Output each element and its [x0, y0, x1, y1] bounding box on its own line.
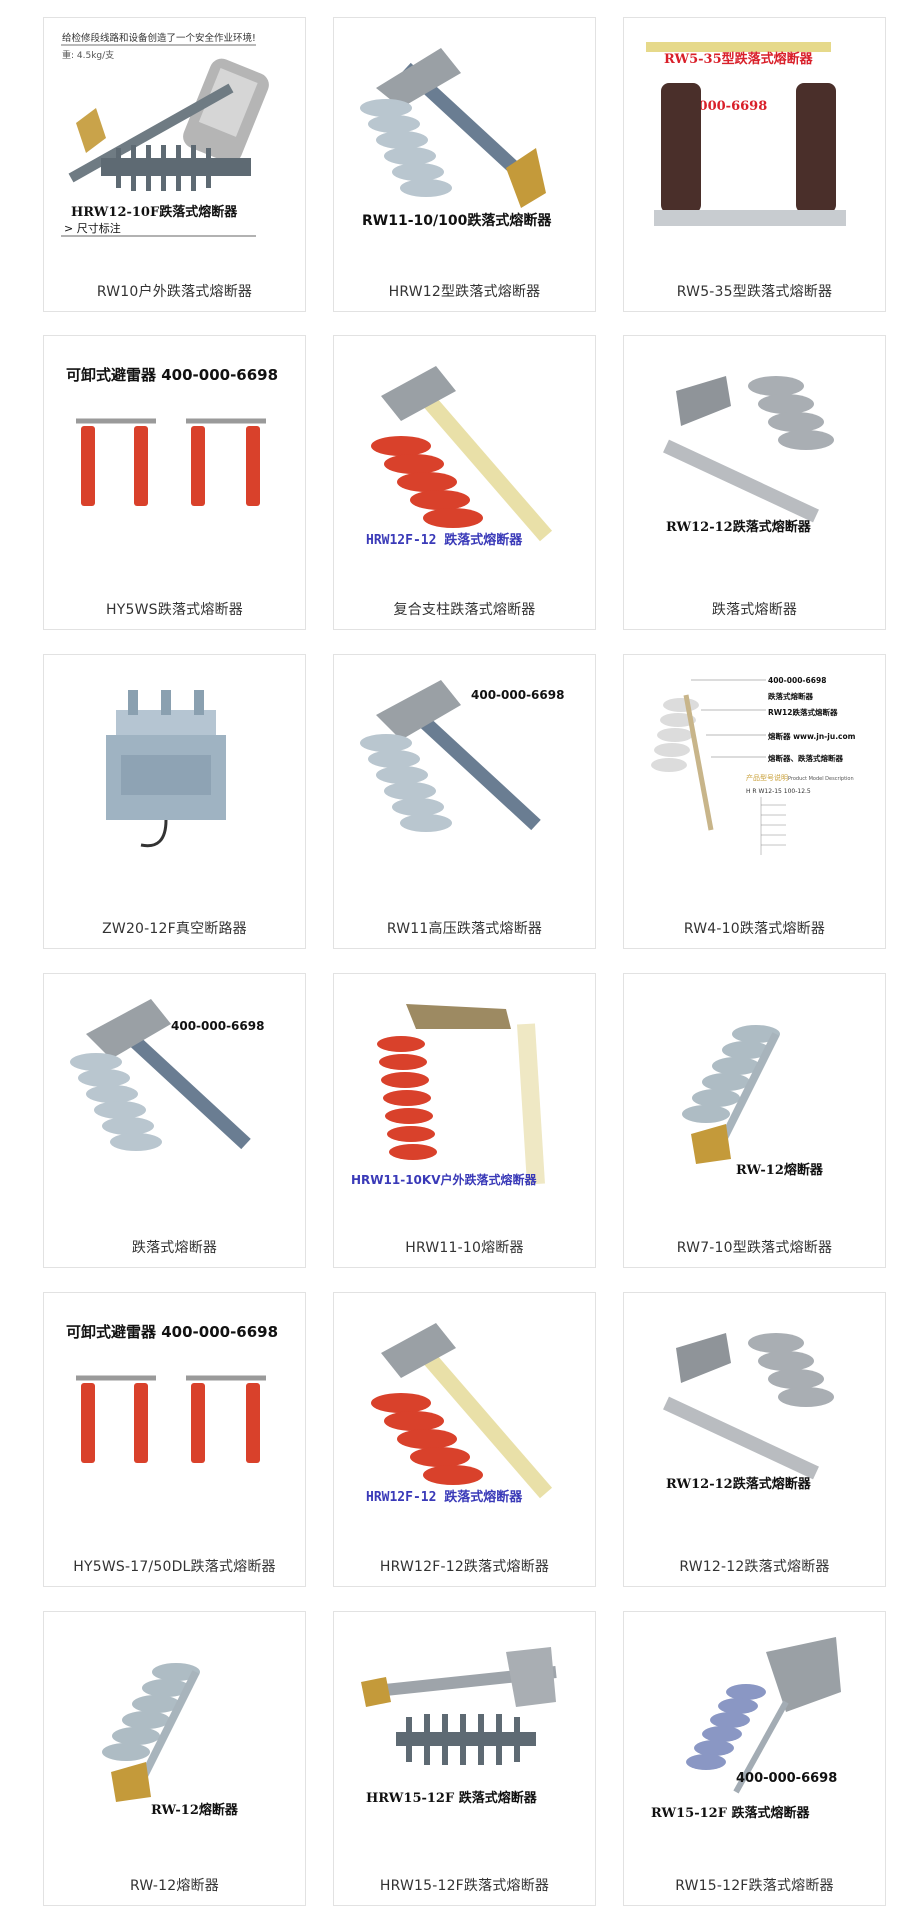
product-caption[interactable]: ZW20-12F真空断路器: [102, 921, 247, 937]
image-overlay-phone: 400-000-6698: [471, 688, 564, 702]
diagram-note: Product Model Description: [788, 776, 854, 782]
image-overlay-label: RW15-12F 跌落式熔断器: [651, 1805, 810, 1821]
product-card[interactable]: RW11-10/100跌落式熔断器 HRW12型跌落式熔断器: [333, 17, 596, 312]
product-caption[interactable]: HRW12F-12跌落式熔断器: [379, 1559, 550, 1575]
product-card[interactable]: ZW20-12F真空断路器: [43, 654, 306, 949]
product-image[interactable]: 400-000-6698: [346, 665, 583, 905]
product-image[interactable]: RW-12熔断器: [56, 1622, 293, 1862]
product-image[interactable]: RW-12熔断器: [636, 984, 873, 1224]
image-overlay-label: HRW12F-12 跌落式熔断器: [366, 1489, 523, 1505]
image-overlay-label: 可卸式避雷器 400-000-6698: [66, 366, 278, 384]
product-caption[interactable]: RW15-12F跌落式熔断器: [675, 1878, 834, 1894]
image-overlay-label: HRW12-10F跌落式熔断器: [71, 204, 238, 220]
product-caption[interactable]: HY5WS-17/50DL跌落式熔断器: [73, 1559, 276, 1575]
product-card[interactable]: 可卸式避雷器 400-000-6698 HY5WS-17/50DL跌落式熔断器: [43, 1292, 306, 1587]
product-card[interactable]: HRW12F-12 跌落式熔断器 HRW12F-12跌落式熔断器: [333, 1292, 596, 1587]
product-card[interactable]: HRW15-12F 跌落式熔断器 HRW15-12F跌落式熔断器: [333, 1611, 596, 1906]
product-image[interactable]: HRW15-12F 跌落式熔断器: [346, 1622, 583, 1862]
product-card[interactable]: HRW11-10KV户外跌落式熔断器 HRW11-10熔断器: [333, 973, 596, 1268]
product-image[interactable]: 可卸式避雷器 400-000-6698: [56, 1303, 293, 1543]
image-overlay-phone: 400-000-6698: [171, 1019, 264, 1033]
image-overlay-label: HRW11-10KV户外跌落式熔断器: [351, 1172, 537, 1187]
diagram-note: 跌落式熔断器: [768, 691, 813, 701]
image-overlay-label: RW-12熔断器: [151, 1802, 239, 1818]
diagram-note: 400-000-6698: [768, 676, 826, 685]
product-caption[interactable]: RW7-10型跌落式熔断器: [676, 1240, 833, 1256]
product-card[interactable]: 给检修段线路和设备创造了一个安全作业环境! 重: 4.5kg/支 HRW12-1…: [43, 17, 306, 312]
product-caption[interactable]: RW10户外跌落式熔断器: [96, 284, 253, 300]
product-caption[interactable]: RW12-12跌落式熔断器: [679, 1559, 830, 1575]
diagram-note: 熔断器、跌落式熔断器: [768, 753, 843, 763]
product-caption[interactable]: RW11高压跌落式熔断器: [386, 921, 543, 937]
image-overlay-label: RW11-10/100跌落式熔断器: [362, 212, 552, 229]
image-overlay-label: RW-12熔断器: [736, 1162, 824, 1178]
image-overlay-phone: 400-000-6698: [736, 1771, 837, 1786]
product-caption[interactable]: RW4-10跌落式熔断器: [683, 921, 826, 937]
product-image[interactable]: 400-000-6698 RW15-12F 跌落式熔断器: [636, 1622, 873, 1862]
diagram-note: 产品型号说明: [746, 773, 788, 782]
product-caption[interactable]: RW5-35型跌落式熔断器: [676, 284, 833, 300]
product-caption[interactable]: HRW11-10熔断器: [405, 1240, 524, 1256]
product-card[interactable]: RW-12熔断器 RW7-10型跌落式熔断器: [623, 973, 886, 1268]
product-image[interactable]: [56, 665, 293, 905]
product-image[interactable]: 400-000-6698 跌落式熔断器 RW12跌落式熔断器 熔断器 www.j…: [636, 665, 873, 905]
product-caption[interactable]: HRW15-12F跌落式熔断器: [379, 1878, 550, 1894]
diagram-note: H R W12-15 100-12.5: [746, 788, 811, 795]
image-overlay-label: RW5-35型跌落式熔断器: [664, 51, 814, 67]
product-card[interactable]: 400-000-6698 RW15-12F 跌落式熔断器 RW15-12F跌落式…: [623, 1611, 886, 1906]
product-card[interactable]: 400-000-6698 跌落式熔断器: [43, 973, 306, 1268]
product-card[interactable]: HRW12F-12 跌落式熔断器 复合支柱跌落式熔断器: [333, 335, 596, 630]
product-card[interactable]: RW12-12跌落式熔断器 RW12-12跌落式熔断器: [623, 1292, 886, 1587]
product-image[interactable]: 400-000-6698: [56, 984, 293, 1224]
product-image[interactable]: RW11-10/100跌落式熔断器: [346, 28, 583, 268]
product-caption[interactable]: 复合支柱跌落式熔断器: [393, 602, 536, 618]
product-caption[interactable]: RW-12熔断器: [130, 1878, 219, 1894]
image-overlay-label: RW12-12跌落式熔断器: [666, 1476, 812, 1492]
product-card[interactable]: RW5-35型跌落式熔断器 400-000-6698 RW5-35型跌落式熔断器: [623, 17, 886, 312]
product-image[interactable]: HRW12F-12 跌落式熔断器: [346, 1303, 583, 1543]
product-card[interactable]: RW-12熔断器 RW-12熔断器: [43, 1611, 306, 1906]
product-caption[interactable]: HRW12型跌落式熔断器: [388, 284, 541, 300]
image-overlay-sub: > 尺寸标注: [64, 221, 121, 235]
product-card[interactable]: 400-000-6698 跌落式熔断器 RW12跌落式熔断器 熔断器 www.j…: [623, 654, 886, 949]
product-card[interactable]: 400-000-6698 RW11高压跌落式熔断器: [333, 654, 596, 949]
image-overlay-label: HRW12F-12 跌落式熔断器: [366, 532, 523, 548]
diagram-note: 熔断器 www.jn-ju.com: [768, 731, 856, 741]
product-image[interactable]: RW12-12跌落式熔断器: [636, 1303, 873, 1543]
diagram-note: RW12跌落式熔断器: [768, 707, 838, 717]
product-image[interactable]: HRW12F-12 跌落式熔断器: [346, 346, 583, 586]
image-note-text: 重: 4.5kg/支: [62, 49, 114, 61]
product-card[interactable]: RW12-12跌落式熔断器 跌落式熔断器: [623, 335, 886, 630]
product-image[interactable]: RW12-12跌落式熔断器: [636, 346, 873, 586]
product-image[interactable]: 给检修段线路和设备创造了一个安全作业环境! 重: 4.5kg/支 HRW12-1…: [56, 28, 293, 268]
product-card[interactable]: 可卸式避雷器 400-000-6698 HY5WS跌落式熔断器: [43, 335, 306, 630]
image-note-text: 给检修段线路和设备创造了一个安全作业环境!: [62, 32, 256, 44]
image-overlay-label: HRW15-12F 跌落式熔断器: [366, 1790, 538, 1806]
image-overlay-label: RW12-12跌落式熔断器: [666, 519, 812, 535]
product-caption[interactable]: 跌落式熔断器: [131, 1240, 218, 1256]
product-caption[interactable]: HY5WS跌落式熔断器: [106, 602, 243, 618]
image-overlay-label: 可卸式避雷器 400-000-6698: [66, 1323, 278, 1341]
product-caption[interactable]: 跌落式熔断器: [711, 602, 798, 618]
product-image[interactable]: HRW11-10KV户外跌落式熔断器: [346, 984, 583, 1224]
product-image[interactable]: 可卸式避雷器 400-000-6698: [56, 346, 293, 586]
product-image[interactable]: RW5-35型跌落式熔断器 400-000-6698: [636, 28, 873, 268]
